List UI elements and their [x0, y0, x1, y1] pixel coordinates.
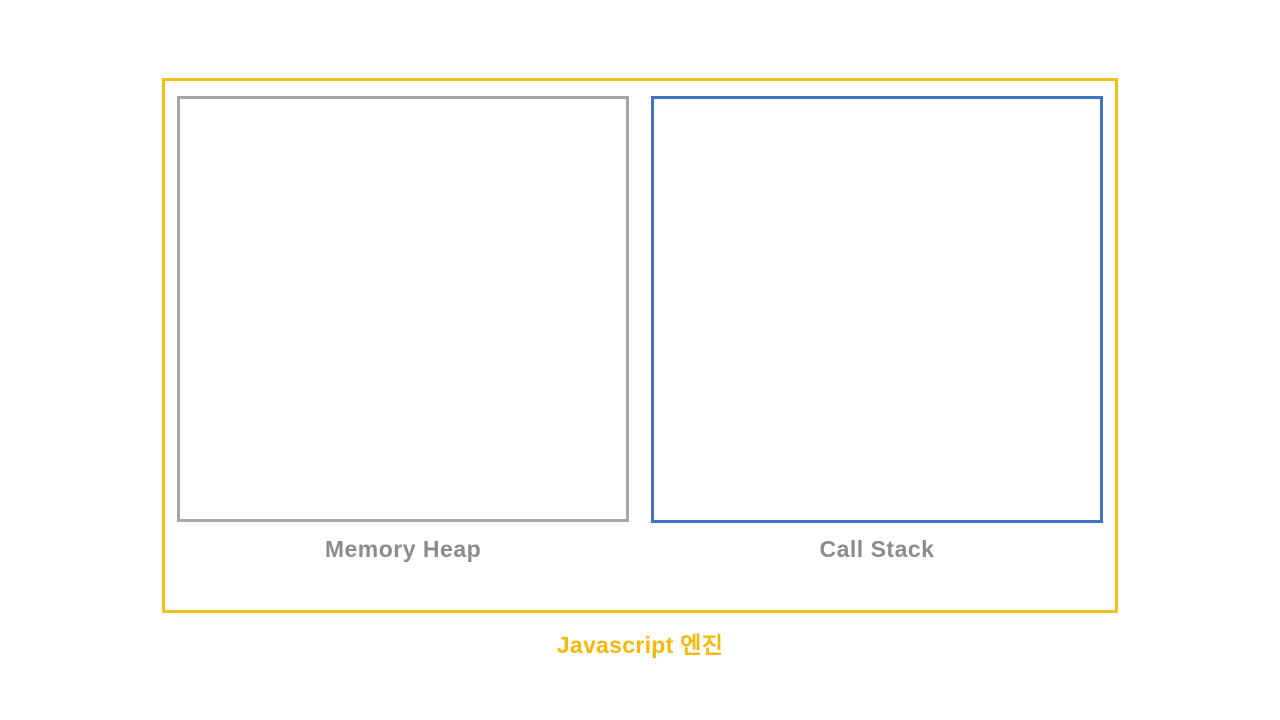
js-engine-box	[162, 78, 1118, 613]
memory-heap-box	[177, 96, 629, 522]
js-engine-label: Javascript 엔진	[556, 632, 724, 658]
call-stack-label: Call Stack	[819, 536, 935, 562]
call-stack-box	[651, 96, 1103, 523]
memory-heap-label: Memory Heap	[324, 536, 482, 562]
